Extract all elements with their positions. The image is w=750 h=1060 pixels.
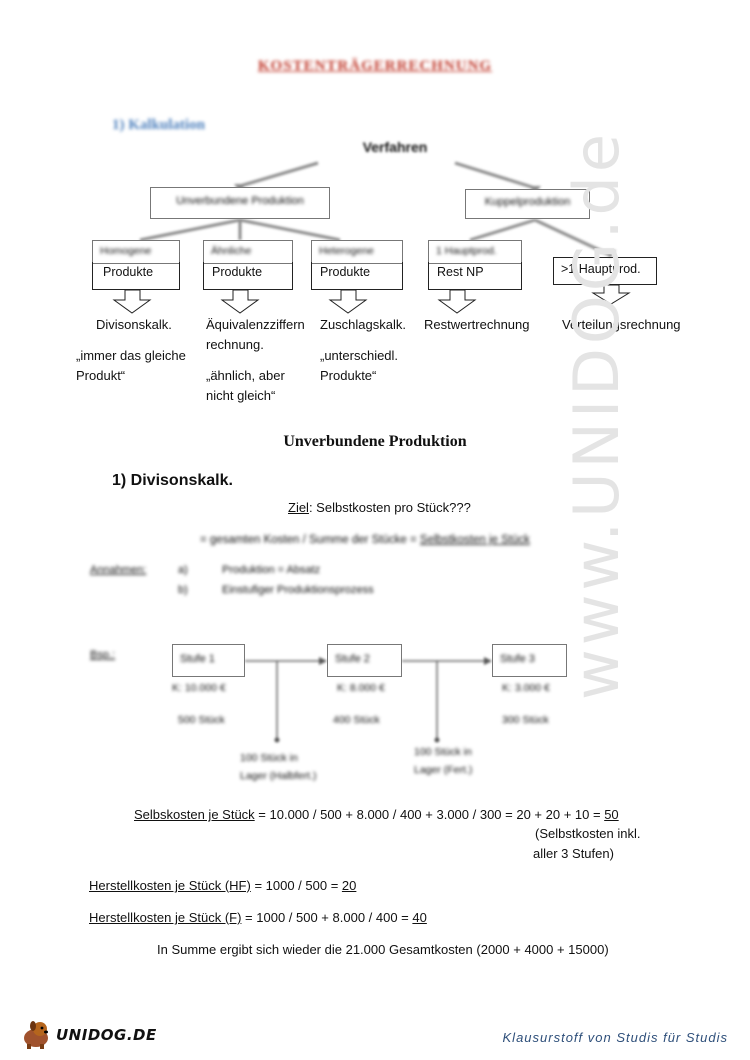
stage-name-2: Stufe 2 [335,653,370,665]
method-note-1: „immer das gleiche Produkt“ [76,348,186,383]
watermark: www.UNIDOG.de [560,130,633,700]
sub-section-heading: 1) Divisonskalk. [112,472,233,489]
tree-root-label: Verfahren [362,139,428,155]
stage-box-3 [492,644,567,677]
method-label-4: Restwertrechnung [424,317,530,332]
goal-label: Ziel [288,500,309,515]
stage-name-3: Stufe 3 [500,653,535,665]
calc3-line: Herstellkosten je Stück (F) = 1000 / 500… [89,908,427,928]
storage-line1-1: 100 Stück in [240,752,298,764]
leaf-label-1: Produkte [103,265,154,279]
calc2-text: = 1000 / 500 = [250,878,342,893]
dog-logo-icon [24,1021,48,1049]
goal-text: : Selbstkosten pro Stück??? [308,500,471,515]
stage-flow-lines [245,657,492,743]
formula-text: = gesamten Kosten / Summe der Stücke = [200,534,420,546]
footer-logo-text: UNIDOG.DE [56,1026,157,1044]
leaf-label-5: >1 Hauptprod. [561,262,641,276]
leaf-label-2: Produkte [212,265,263,279]
branch-box-unverbunden [150,187,330,219]
assumption-text-a: Produktion = Absatz [222,564,321,576]
leaf-label-4: Rest NP [437,265,484,279]
method-note-3: „unterschiedl. Produkte“ [320,348,399,383]
tree-connectors [139,161,616,258]
method-label-3: Zuschlagskalk. [320,317,406,332]
stage-cost-2: K: 8.000 € [337,682,385,694]
leaf-label-3: Produkte [320,265,371,279]
leaf-head-box-1 [92,240,180,264]
stage-qty-3: 300 Stück [502,714,549,726]
goal-line: Ziel: Selbstkosten pro Stück??? [288,498,471,518]
method-arrows [112,284,631,314]
leaf-label-box-4 [428,262,522,290]
summary-line: In Summe ergibt sich wieder die 21.000 G… [157,942,609,957]
assumption-text-b: Einstufiger Produktionsprozess [222,584,374,596]
leaf-head-label-1: Homogene [100,245,152,257]
branch-label-kuppel: Kuppelproduktion [484,196,571,208]
method-note-2: „ähnlich, aber nicht gleich“ [206,368,285,403]
calc1-label: Selbskosten je Stück [134,807,255,822]
leaf-head-label-2: Ähnliche [211,245,252,257]
stage-qty-2: 400 Stück [333,714,380,726]
branch-box-kuppel [465,189,590,219]
footer-tagline: Klausurstoff von Studis für Studis [502,1030,728,1045]
formula-result: Selbstkosten je Stück [419,534,530,546]
storage-line2-1: Lager (Halbfert.) [240,770,317,782]
stage-cost-3: K: 3.000 € [502,682,550,694]
leaf-head-box-3 [311,240,403,264]
method-label-2: Äquivalenzziffern rechnung. [206,317,305,352]
calc1-result: 50 [604,807,619,822]
storage-line2-2: Lager (Fert.) [414,764,473,776]
subtitle: Unverbundene Produktion [283,433,467,450]
stage-name-1: Stufe 1 [180,653,215,665]
calc3-label: Herstellkosten je Stück (F) [89,910,242,925]
calc1-note1: (Selbstkosten inkl. [535,826,641,841]
footer-logo: UNIDOG.DE [18,1018,158,1050]
assumption-letter-b: b) [178,584,188,596]
assumptions-label: Annahmen: [90,564,147,576]
section-label: 1) Kalkulation [112,117,205,133]
leaf-head-label-3: Heterogene [319,245,374,257]
calc3-result: 40 [412,910,427,925]
stage-box-1 [172,644,245,677]
leaf-head-box-2 [203,240,293,264]
calc1-note2: aller 3 Stufen) [533,846,614,861]
calc1-text: = 10.000 / 500 + 8.000 / 400 + 3.000 / 3… [254,807,605,822]
calc2-line: Herstellkosten je Stück (HF) = 1000 / 50… [89,876,356,896]
method-label-1: Divisonskalk. [96,317,172,332]
leaf-head-label-4: 1 Hauptprod. [436,245,497,257]
calc2-label: Herstellkosten je Stück (HF) [89,878,251,893]
formula-line: = gesamten Kosten / Summe der Stücke = S… [200,530,530,550]
example-label: Bsp.: [90,649,116,661]
stage-box-2 [327,644,402,677]
assumption-letter-a: a) [178,564,188,576]
calc1-line: Selbskosten je Stück = 10.000 / 500 + 8.… [134,805,619,825]
calc3-text: = 1000 / 500 + 8.000 / 400 = [241,910,413,925]
document-title: KOSTENTRÄGERRECHNUNG [257,58,493,74]
stage-qty-1: 500 Stück [178,714,225,726]
leaf-head-box-4 [428,240,522,264]
branch-label-unverbunden: Unverbundene Produktion [176,195,304,207]
stage-cost-1: K: 10.000 € [172,682,226,694]
storage-line1-2: 100 Stück in [414,746,472,758]
leaf-label-box-3 [311,262,403,290]
method-label-5: Verteilungsrechnung [562,317,681,332]
calc2-result: 20 [341,878,357,893]
